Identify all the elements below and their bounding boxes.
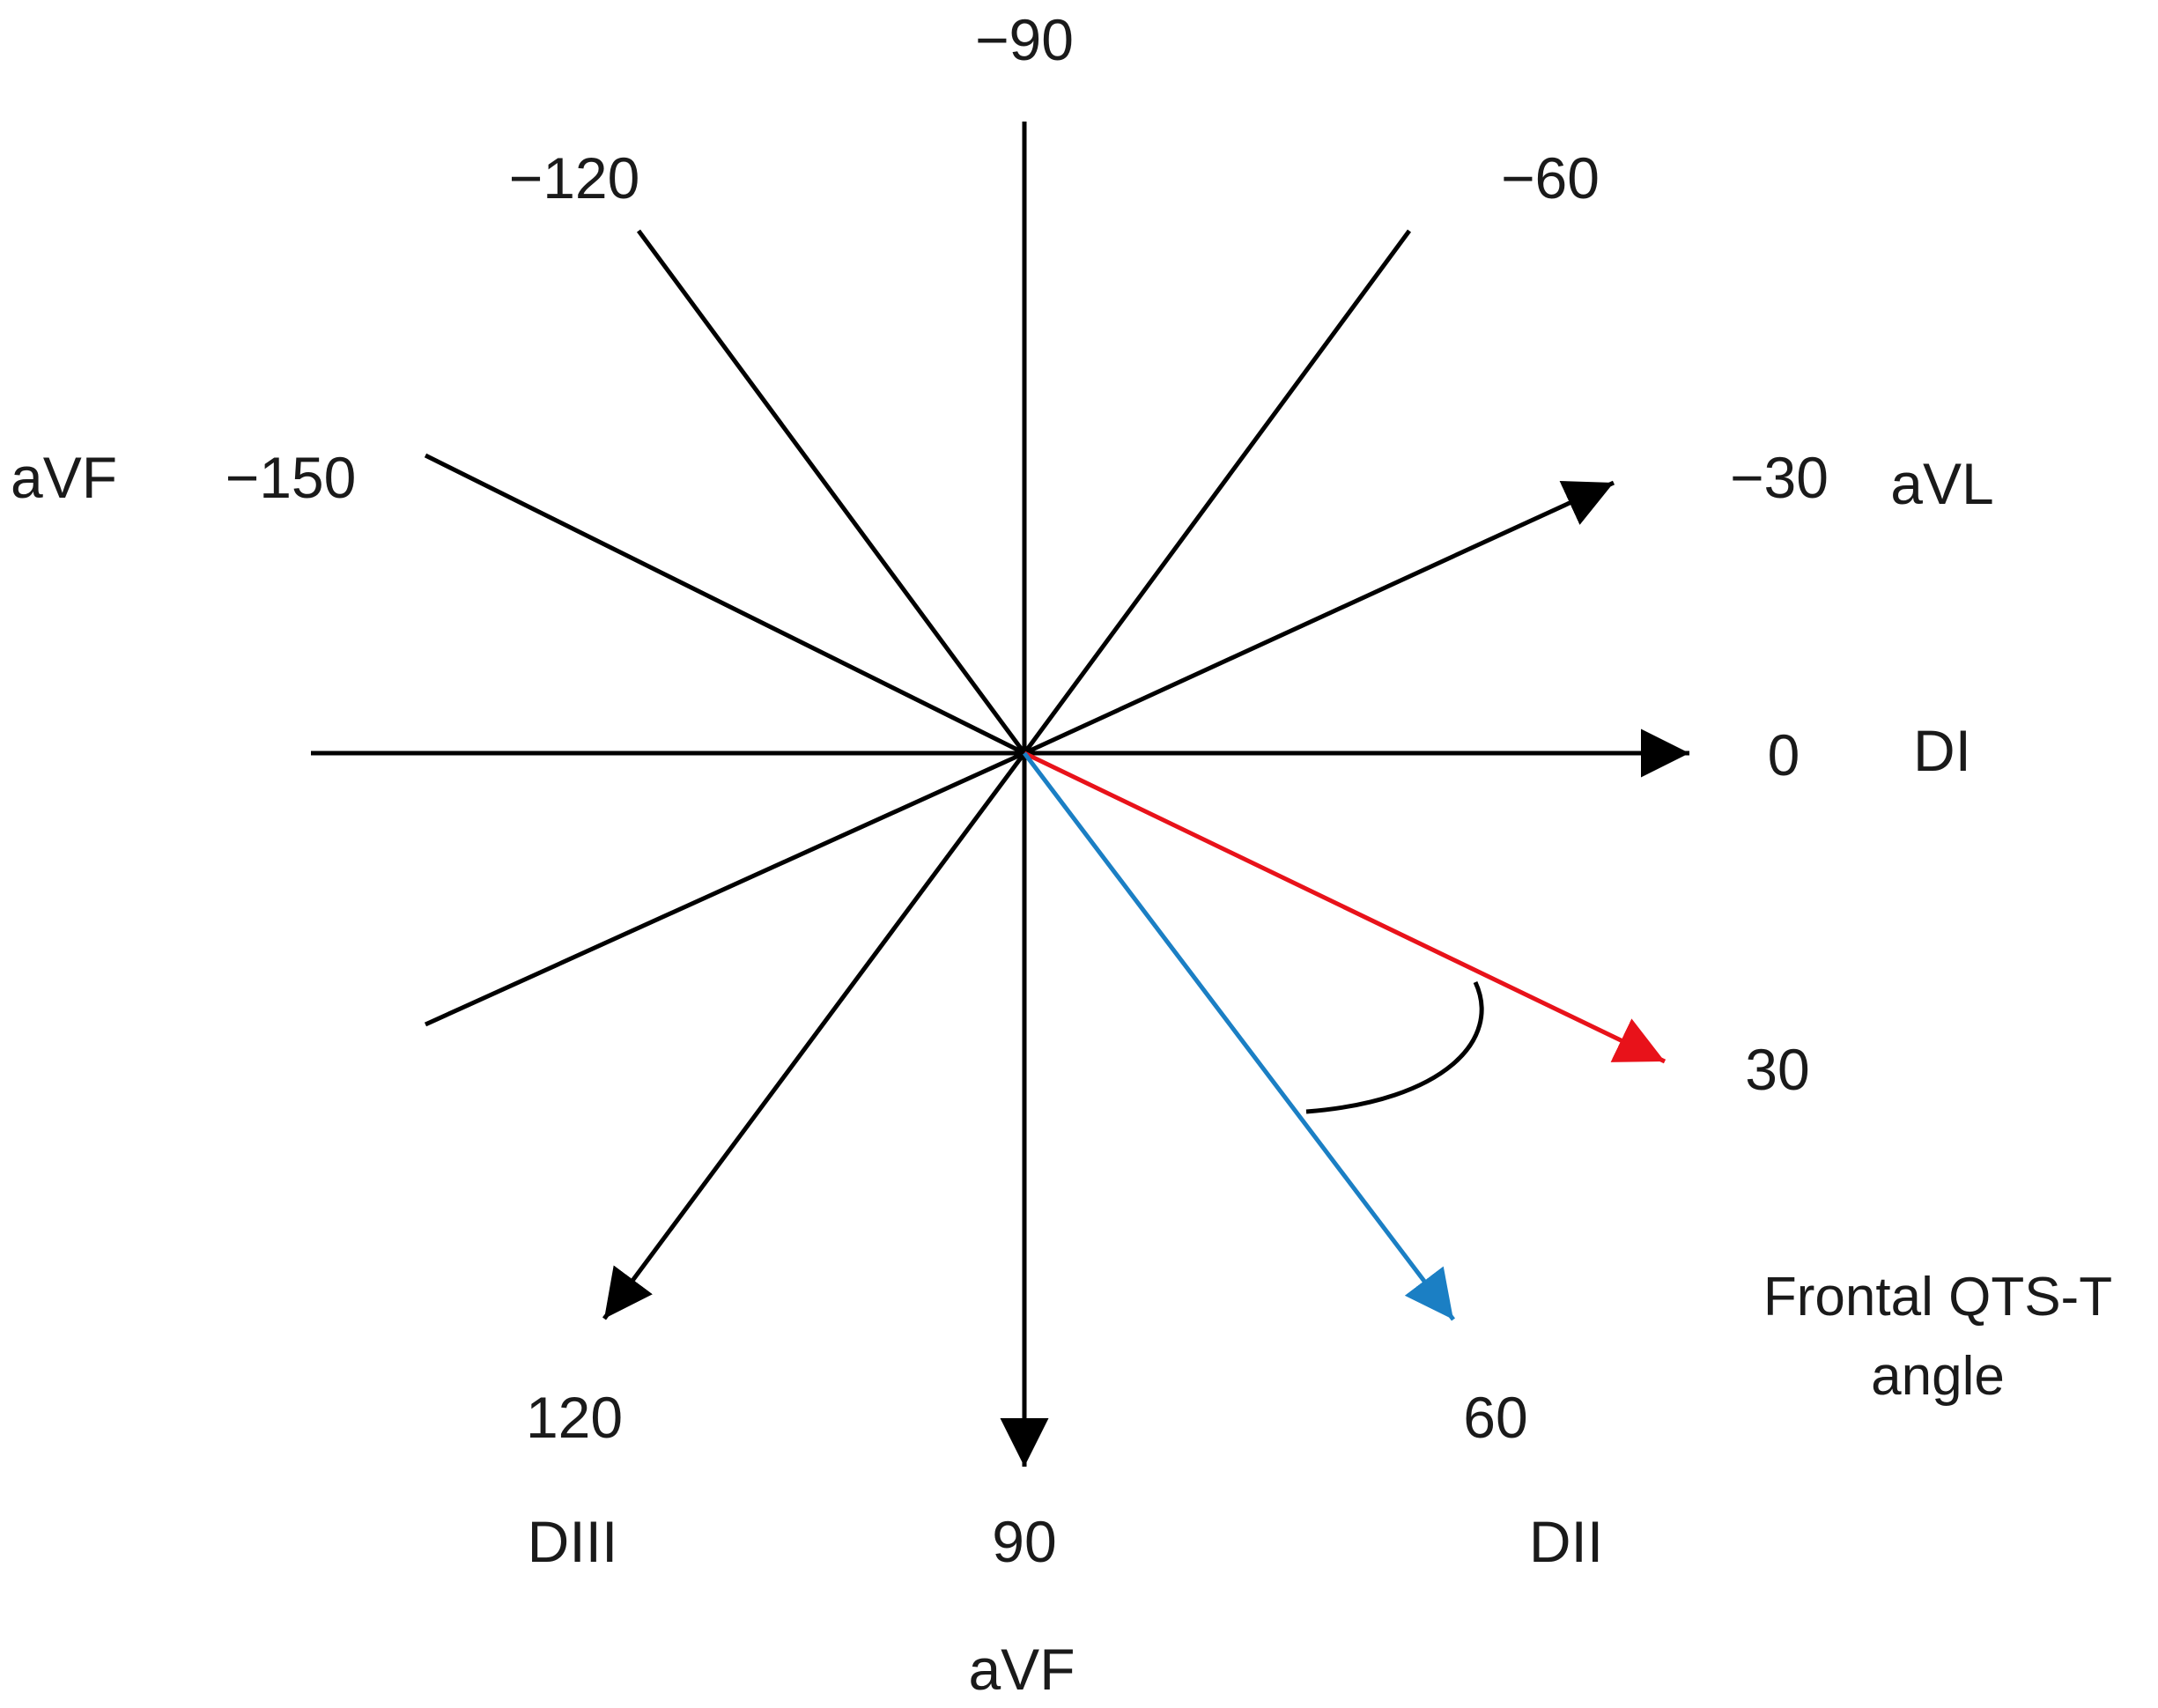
label-avf-bottom: aVF <box>968 1637 1075 1702</box>
label-30: 30 <box>1745 1037 1809 1102</box>
t-vector-arrow <box>1023 751 1455 1321</box>
label-dii: DII <box>1529 1509 1603 1574</box>
label-120: 120 <box>526 1385 623 1450</box>
label-avl: aVL <box>1890 451 1993 516</box>
label-di: DI <box>1913 718 1971 783</box>
qrs-t-angle-arc <box>1305 980 1484 1114</box>
axis-minus150 <box>424 453 1026 756</box>
label-diii: DIII <box>528 1509 618 1574</box>
caption-line2: angle <box>1871 1346 2005 1407</box>
label-0: 0 <box>1768 722 1800 787</box>
axis-150 <box>424 750 1026 1027</box>
label-minus90: −90 <box>975 7 1074 72</box>
qrs-vector-arrow <box>1023 750 1667 1064</box>
label-90: 90 <box>992 1509 1056 1574</box>
label-minus30: −30 <box>1730 445 1829 510</box>
label-minus60: −60 <box>1501 145 1600 211</box>
axis-minus60 <box>1022 229 1412 755</box>
axis-minus30-avl-arrow <box>1023 480 1615 756</box>
label-minus120: −120 <box>509 145 640 211</box>
axis-minus120 <box>636 229 1027 755</box>
axis-120-diii-arrow <box>602 751 1027 1320</box>
label-minus150: −150 <box>225 445 357 510</box>
label-60: 60 <box>1463 1385 1527 1450</box>
caption-line1: Frontal QTS-T <box>1763 1267 2112 1327</box>
label-avf-left: aVF <box>11 445 117 510</box>
